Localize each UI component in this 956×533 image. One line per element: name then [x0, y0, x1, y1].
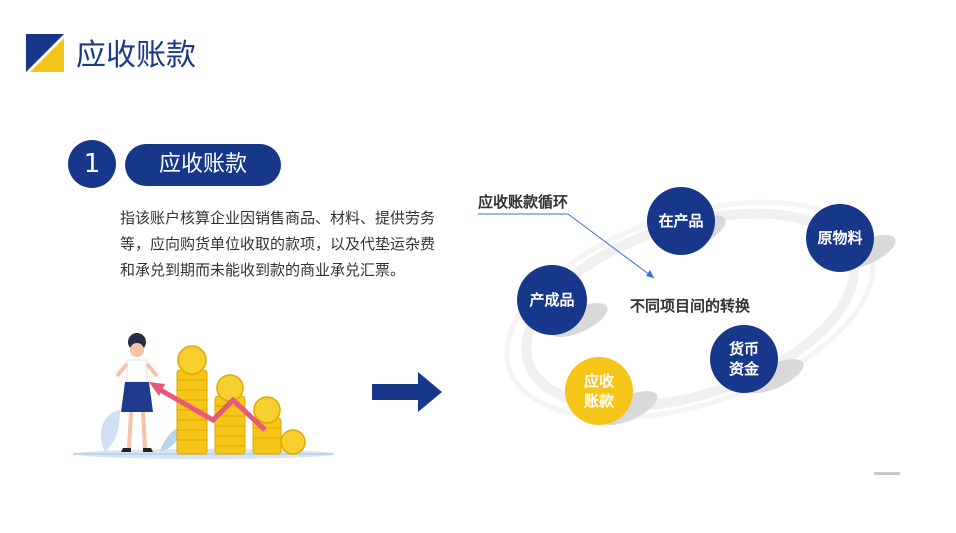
- node-yingshou-line1: 应收: [584, 371, 614, 391]
- logo-icon: [26, 34, 64, 72]
- node-chanchengpin-label: 产成品: [529, 290, 574, 310]
- node-chanchengpin: 产成品: [517, 265, 587, 335]
- woman-with-coins-illustration: [65, 330, 340, 465]
- node-huobi-zijin: 货币 资金: [710, 325, 778, 393]
- section-number-badge: 1: [68, 140, 116, 188]
- node-zaichanpin-label: 在产品: [658, 211, 703, 231]
- node-yingshou-line2: 账款: [584, 391, 614, 411]
- section-title-pill: 应收账款: [125, 144, 281, 186]
- page-title: 应收账款: [76, 36, 196, 76]
- node-yingshou-zhangkuan: 应收 账款: [565, 357, 633, 425]
- node-yuanwuliao: 原物料: [806, 204, 874, 272]
- cycle-center-label: 不同项目间的转换: [630, 295, 750, 316]
- node-huobi-line1: 货币: [729, 339, 759, 359]
- node-yuanwuliao-label: 原物料: [817, 228, 862, 248]
- node-zaichanpin: 在产品: [647, 187, 715, 255]
- section-description: 指该账户核算企业因销售商品、材料、提供劳务等，应向购货单位收取的款项，以及代垫运…: [120, 205, 445, 283]
- decorative-line: [874, 472, 900, 475]
- cycle-label: 应收账款循环: [478, 191, 568, 212]
- node-huobi-line2: 资金: [729, 359, 759, 379]
- right-arrow-icon: [372, 372, 442, 412]
